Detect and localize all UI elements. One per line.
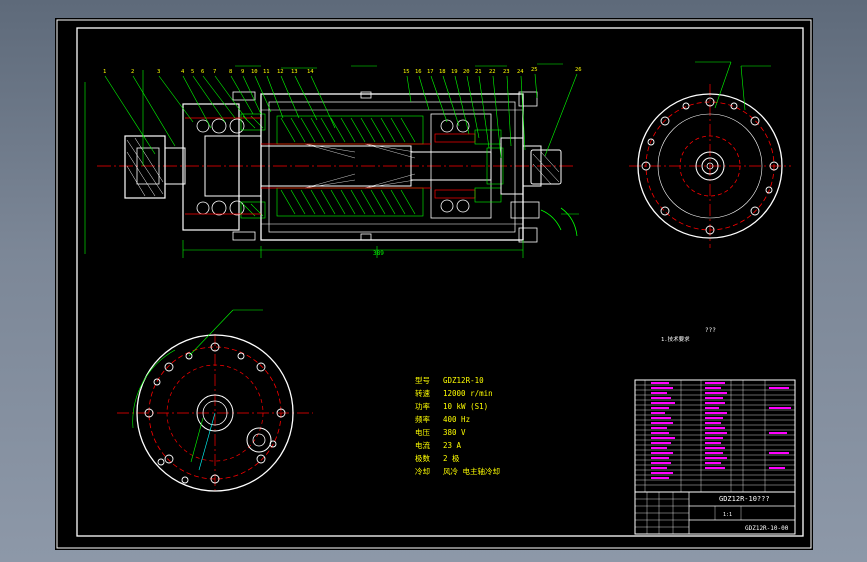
- spec-label-power: 功率: [415, 401, 430, 411]
- callout-7: 7: [213, 69, 216, 75]
- spindle-section-view: 3 8 9: [84, 63, 579, 258]
- callout-20: 20: [463, 69, 470, 75]
- spec-value-speed: 12000 r/min: [443, 389, 493, 398]
- callout-26: 26: [575, 67, 582, 73]
- spec-label-cooling: 冷却: [415, 466, 430, 476]
- drawing-canvas: 3 8 9: [55, 18, 813, 550]
- callout-12: 12: [277, 69, 284, 75]
- title-block: GDZ12R-10??? 1:1 GDZ12R-10-00: [634, 491, 796, 535]
- callout-9: 9: [241, 69, 244, 75]
- callout-23: 23: [503, 69, 510, 75]
- bom-table: [634, 379, 796, 493]
- spec-value-frequency: 400 Hz: [443, 415, 470, 424]
- dimension-lines: [84, 70, 524, 258]
- part-callouts: 1 2 3 4 5 6 7 8 9 10 11 12 13 14 15 16 1…: [103, 67, 582, 75]
- front-end-view: [117, 309, 313, 494]
- callout-16: 16: [415, 69, 422, 75]
- spec-value-power: 10 kW (S1): [443, 402, 488, 411]
- tech-requirements: 1.技术要求: [661, 335, 690, 343]
- spec-label-model: 型号: [415, 376, 430, 385]
- title-block-scale: 1:1: [723, 512, 732, 518]
- spec-label-frequency: 频率: [415, 414, 430, 424]
- callout-10: 10: [251, 69, 258, 75]
- spec-label-speed: 转速: [415, 388, 430, 398]
- spec-value-current: 23 A: [443, 441, 462, 450]
- callout-24: 24: [517, 69, 524, 75]
- title-block-title: GDZ12R-10???: [719, 495, 770, 503]
- callout-15: 15: [403, 69, 410, 75]
- spec-value-cooling: 风冷 电主轴冷却: [443, 466, 500, 476]
- callout-19: 19: [451, 69, 458, 75]
- callout-2: 2: [131, 69, 134, 75]
- callout-14: 14: [307, 69, 314, 75]
- callout-18: 18: [439, 69, 446, 75]
- callout-25: 25: [531, 67, 538, 73]
- title-block-drawing-no: GDZ12R-10-00: [745, 525, 789, 532]
- callout-17: 17: [427, 69, 434, 75]
- callout-1: 1: [103, 69, 106, 75]
- spec-value-voltage: 380 V: [443, 428, 466, 437]
- callout-13: 13: [291, 69, 298, 75]
- callout-21: 21: [475, 69, 482, 75]
- callout-6: 6: [201, 69, 204, 75]
- callout-8: 8: [229, 69, 232, 75]
- outer-border: [56, 19, 812, 549]
- leader-lines: [104, 63, 579, 215]
- spec-value-poles: 2 极: [443, 453, 460, 463]
- svg-text:389: 389: [373, 250, 384, 257]
- spec-label-current: 电流: [415, 440, 430, 450]
- callout-3: 3: [157, 69, 160, 75]
- spec-label-voltage: 电压: [415, 427, 430, 437]
- cad-drawing: 3 8 9: [56, 19, 812, 549]
- callout-4: 4: [181, 69, 185, 75]
- front-bearing-housing: [182, 103, 240, 231]
- drawing-frame: [76, 27, 804, 537]
- rear-end-view: [629, 61, 791, 248]
- callout-11: 11: [263, 69, 270, 75]
- stator-hatch: [276, 115, 424, 217]
- spec-value-model: GDZ12R-10: [443, 376, 484, 385]
- spec-table: 型号 GDZ12R-10 转速 12000 r/min 功率 10 kW (S1…: [415, 376, 500, 476]
- callout-5: 5: [191, 69, 194, 75]
- callout-22: 22: [489, 69, 496, 75]
- spec-label-poles: 极数: [415, 453, 430, 463]
- tech-requirements-marks: ???: [705, 327, 716, 334]
